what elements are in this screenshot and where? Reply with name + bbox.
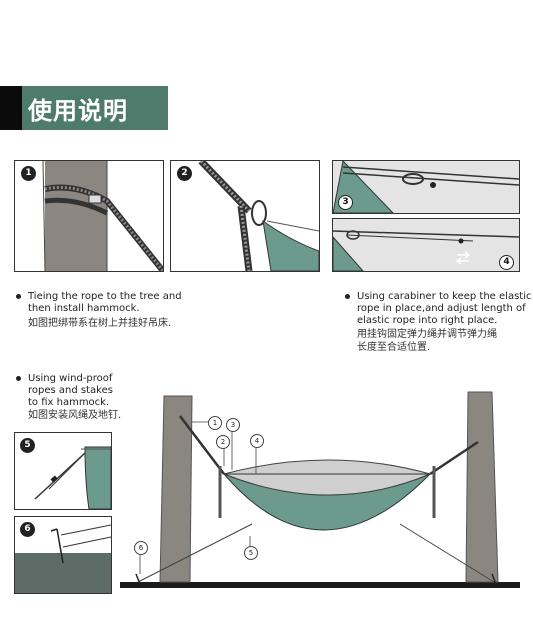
banner-title: 使用说明 xyxy=(28,97,128,125)
step-4-panel: 4 xyxy=(332,218,520,272)
caption-2-cn-line2: 长度至合适位置. xyxy=(357,342,431,353)
bullet-2 xyxy=(345,294,350,299)
caption-3-en-line2: ropes and stakes xyxy=(28,385,113,396)
elastic-rope-illustration xyxy=(333,161,519,213)
diagram-label-6: 6 xyxy=(134,541,148,555)
caption-1-cn: 如图把绑带系在树上并挂好吊床. xyxy=(28,318,172,329)
caption-2-en-line3: elastic rope into right place. xyxy=(357,315,498,326)
wind-rope-illustration xyxy=(34,446,111,509)
banner-accent xyxy=(0,86,22,130)
step-5-panel: 5 xyxy=(14,432,112,510)
caption-3-en-line3: to fix hammock. xyxy=(28,397,110,408)
caption-3-en-line1: Using wind-proof xyxy=(28,373,113,384)
hammock-setup-diagram xyxy=(120,391,520,588)
caption-2-en-line2: rope in place,and adjust length of xyxy=(357,303,526,314)
caption-1-en-line1: Tieing the rope to the tree and xyxy=(28,291,182,302)
caption-1-en-line2: then install hammock. xyxy=(28,303,140,314)
bullet-3 xyxy=(16,376,21,381)
step-2-badge: 2 xyxy=(177,166,192,181)
banner-background xyxy=(22,86,168,130)
step-5-badge: 5 xyxy=(20,438,35,453)
diagram-label-3: 3 xyxy=(226,418,240,432)
diagram-label-5: 5 xyxy=(244,546,258,560)
caption-2-en-line1: Using carabiner to keep the elastic xyxy=(357,291,532,302)
diagram-label-4: 4 xyxy=(250,434,264,448)
step-4-badge: 4 xyxy=(499,255,514,270)
step-3-panel: 3 xyxy=(332,160,520,214)
bullet-1 xyxy=(16,294,21,299)
step-6-badge: 6 xyxy=(20,522,35,537)
adjust-rope-illustration xyxy=(333,219,519,271)
step-1-badge: 1 xyxy=(21,166,36,181)
diagram-label-1: 1 xyxy=(208,416,222,430)
step-6-panel: 6 xyxy=(14,516,112,594)
tree-strap-illustration xyxy=(42,161,163,271)
step-3-badge: 3 xyxy=(338,195,353,210)
diagram-label-2: 2 xyxy=(216,435,230,449)
ground-stake-illustration xyxy=(15,524,111,593)
carabiner-illustration xyxy=(198,161,319,271)
caption-2-cn-line1: 用挂钩固定弹力绳并调节弹力绳 xyxy=(357,329,497,340)
caption-3-cn: 如图安装风绳及地钉. xyxy=(28,410,122,421)
step-2-panel: 2 xyxy=(170,160,320,272)
step-1-panel: 1 xyxy=(14,160,164,272)
